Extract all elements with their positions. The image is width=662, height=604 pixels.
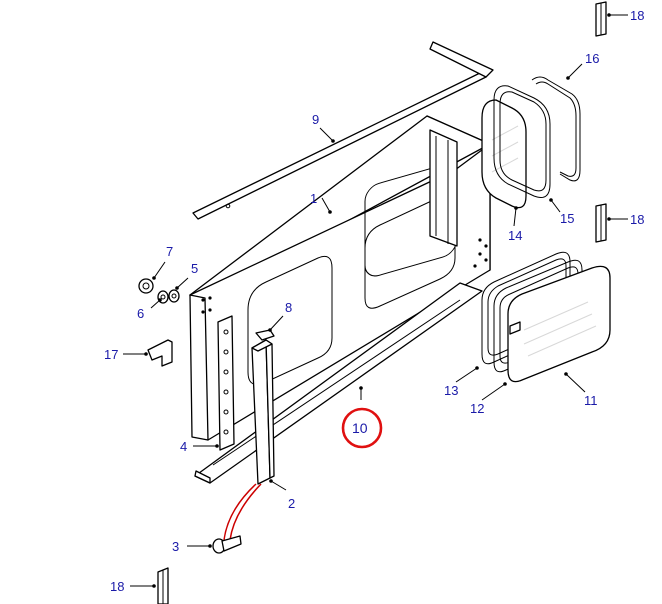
part-11-lower-window [507,265,611,383]
part-15-seal [493,85,551,198]
callout-13[interactable]: 13 [444,383,458,398]
part-7-nut [138,278,154,294]
leader-lines [123,13,628,588]
callout-10[interactable]: 10 [352,420,368,436]
part-3-screw [212,483,262,554]
callout-18-bottom[interactable]: 18 [110,579,124,594]
part-5-washer [168,289,180,303]
callout-4[interactable]: 4 [180,439,187,454]
callout-12[interactable]: 12 [470,401,484,416]
part-16-seal-strip [531,76,581,182]
part-18-strip-middle [595,203,607,243]
callout-18-top[interactable]: 18 [630,8,644,23]
part-9-top-strip [192,41,494,220]
callout-2[interactable]: 2 [288,496,295,511]
part-14-upper-window [481,99,527,209]
part-4-vertical-rail [217,315,235,451]
part-2-front-post [251,339,275,485]
part-17-bracket [147,339,173,367]
callout-14[interactable]: 14 [508,228,522,243]
callout-10-highlight-ring [341,407,383,449]
callout-1[interactable]: 1 [310,191,317,206]
callout-17[interactable]: 17 [104,347,118,362]
callout-8[interactable]: 8 [285,300,292,315]
part-8-clip [255,329,275,341]
callout-7[interactable]: 7 [166,244,173,259]
part-18-strip-top [595,1,607,37]
callout-16[interactable]: 16 [585,51,599,66]
callout-9[interactable]: 9 [312,112,319,127]
callout-6[interactable]: 6 [137,306,144,321]
callout-3[interactable]: 3 [172,539,179,554]
part-6-washer [157,290,169,304]
callout-15[interactable]: 15 [560,211,574,226]
callout-18-middle[interactable]: 18 [630,212,644,227]
part-18-strip-bottom [157,567,169,604]
callout-5[interactable]: 5 [191,261,198,276]
callout-11[interactable]: 11 [584,393,598,408]
